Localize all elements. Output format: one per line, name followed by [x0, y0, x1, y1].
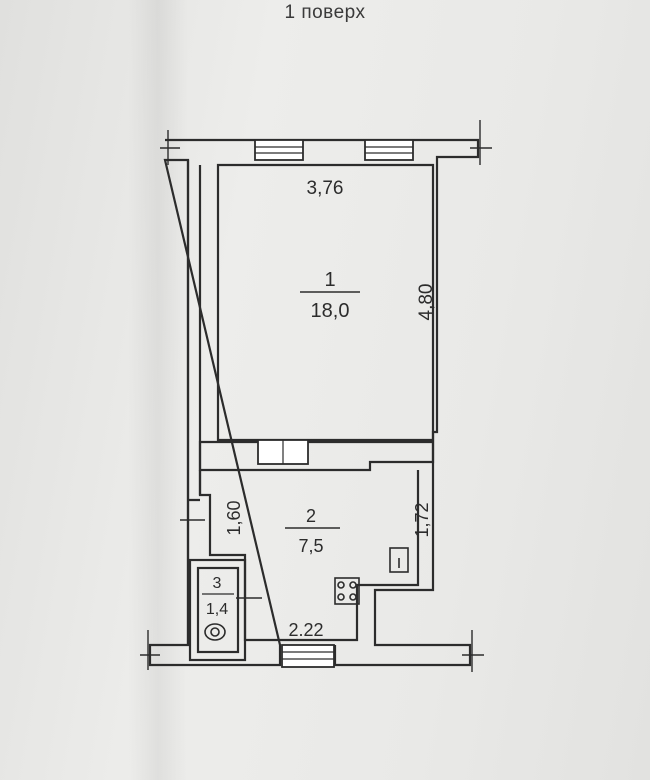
room3-area: 1,4: [206, 601, 228, 618]
corridor-wall: [186, 160, 202, 645]
toilet-icon: [204, 623, 226, 641]
room3-number: 3: [213, 575, 222, 592]
window-top-left: [254, 139, 304, 161]
room1-wall: [216, 163, 435, 442]
room2-area: 7,5: [298, 536, 323, 556]
room2-number: 2: [306, 506, 316, 526]
bathroom-wall: [188, 558, 247, 662]
paper-fold-shadow: [128, 0, 188, 780]
floor-title: 1 поверх: [284, 2, 366, 23]
window-bottom-door: [281, 644, 335, 668]
window-top-right: [364, 139, 414, 161]
stove-icon: [334, 577, 360, 605]
dim-room2-right: 1,72: [412, 502, 432, 537]
dim-room1-width: 3,76: [307, 178, 344, 199]
room1-area: 18,0: [311, 300, 350, 322]
dim-room2-left: 1,60: [224, 500, 244, 535]
room1-number: 1: [324, 269, 335, 291]
dim-room1-length: 4,80: [416, 284, 437, 321]
outer-wall: [148, 138, 480, 667]
dim-room2-bottom: 2.22: [288, 620, 323, 640]
sink-icon: [389, 547, 409, 573]
bathroom-inner-wall: [196, 566, 240, 654]
